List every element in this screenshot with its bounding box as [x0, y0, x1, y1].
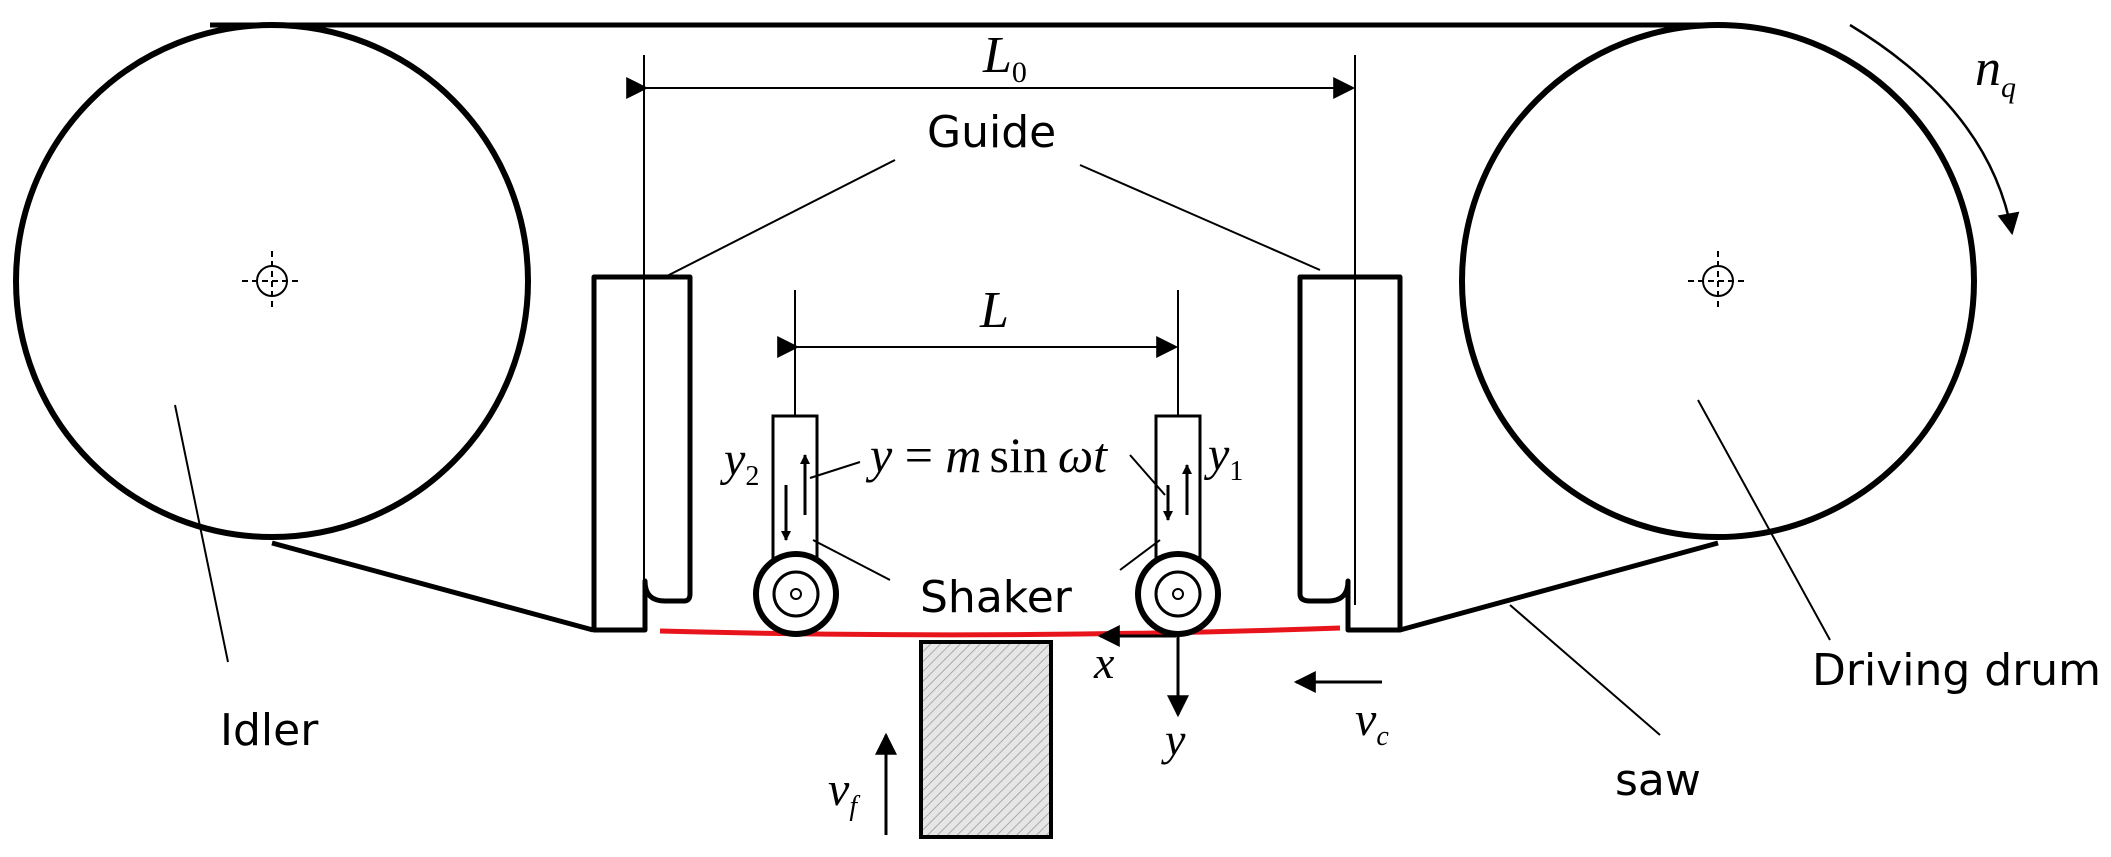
y2-label: y2: [719, 433, 759, 492]
saw-label: saw: [1615, 755, 1701, 806]
saw-blade-cutting-edge: [659, 625, 1341, 638]
label-leaders: [174, 399, 1831, 736]
l0-reference-lines: [643, 55, 1356, 605]
shaker-label: Shaker: [920, 572, 1073, 623]
shaker-right: [1135, 414, 1221, 637]
driving-drum-center-mark: [1688, 251, 1748, 311]
driving-drum-label: Driving drum: [1812, 645, 2101, 696]
idler-label: Idler: [220, 705, 319, 756]
guide-right: [1297, 274, 1403, 633]
y-axis-label: y: [1161, 714, 1186, 765]
guide-label: Guide: [927, 107, 1056, 158]
l-label: L: [979, 282, 1009, 339]
equation-leaders: [809, 454, 1166, 496]
guide-left: [591, 274, 693, 633]
vc-label: vc: [1355, 693, 1389, 752]
shaker-left: [753, 414, 839, 637]
x-axis-label: x: [1093, 637, 1115, 688]
workpiece: [919, 640, 1053, 839]
idler-center-mark: [242, 251, 302, 311]
guide-left-outline: [594, 277, 690, 600]
y1-label: y1: [1203, 428, 1243, 487]
l0-label: L0: [982, 27, 1027, 89]
shaker-leaders: [812, 539, 1161, 581]
idler-drum: [13, 22, 531, 540]
band-saw-belt: [210, 22, 1730, 633]
driving-drum: [1459, 22, 1977, 540]
vf-label: vf: [828, 763, 860, 822]
guide-leaders: [664, 159, 1321, 278]
nq-label: nq: [1975, 40, 2016, 104]
rotation-arrow: [1849, 23, 2020, 236]
